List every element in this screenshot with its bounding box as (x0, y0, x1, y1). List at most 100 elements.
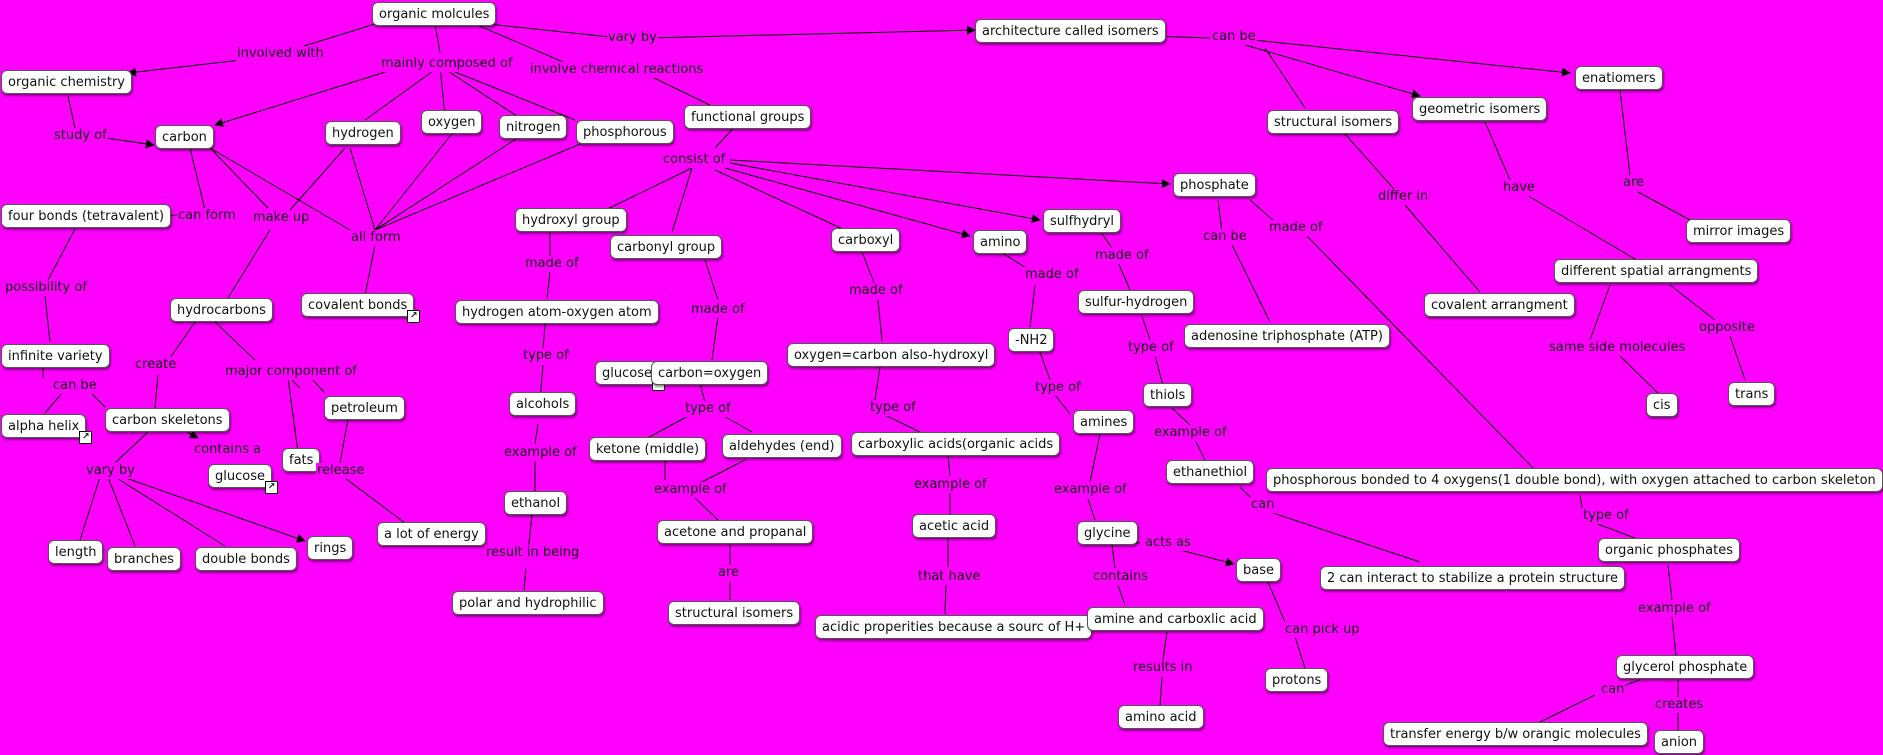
label-release: release (316, 463, 366, 479)
label-create: create (134, 357, 178, 373)
node-carboxylic-acids[interactable]: carboxylic acids(organic acids (851, 432, 1061, 456)
label-acts-as: acts as (1144, 535, 1192, 551)
node-glucose-left[interactable]: glucose↗ (208, 464, 278, 494)
label-can-pick-up: can pick up (1284, 622, 1361, 638)
node-oxygen-carbon-hydroxyl[interactable]: oxygen=carbon also-hydroxyl (787, 343, 996, 367)
label-major-component-of: major component of (224, 364, 358, 380)
node-trans[interactable]: trans (1728, 382, 1776, 406)
label-made-of-amino: made of (1024, 267, 1080, 283)
node-sulfur-hydrogen[interactable]: sulfur-hydrogen (1078, 290, 1195, 314)
label-opposite: opposite (1698, 320, 1756, 336)
node-nh2[interactable]: -NH2 (1008, 328, 1055, 352)
node-carbon[interactable]: carbon (155, 125, 214, 149)
node-structural-isomers-bottom[interactable]: structural isomers (668, 601, 801, 625)
node-functional-groups[interactable]: functional groups (684, 105, 812, 129)
label-consist-of: consist of (662, 152, 727, 168)
node-phosphorous[interactable]: phosphorous (576, 120, 674, 144)
node-glucose-mid[interactable]: glucose↗ (595, 361, 665, 391)
node-phosphate[interactable]: phosphate (1173, 173, 1256, 197)
label-study-of: study of (53, 128, 108, 144)
node-organic-chemistry[interactable]: organic chemistry (1, 70, 132, 94)
label-made-of-hydroxyl: made of (524, 256, 580, 272)
node-glycine[interactable]: glycine (1077, 521, 1138, 545)
node-ethanethiol[interactable]: ethanethiol (1166, 460, 1255, 484)
node-hydrocarbons[interactable]: hydrocarbons (170, 298, 273, 322)
label-example-of-alcohols: example of (503, 445, 578, 461)
node-transfer-energy[interactable]: transfer energy b/w orangic molecules (1383, 722, 1648, 746)
node-double-bonds[interactable]: double bonds (195, 547, 297, 571)
node-rings[interactable]: rings (307, 536, 354, 560)
node-base[interactable]: base (1236, 558, 1281, 582)
label-results-in: results in (1132, 660, 1194, 676)
label-type-of-carbonyl: type of (684, 401, 732, 417)
node-ethanol[interactable]: ethanol (504, 491, 568, 515)
node-acetone-propanal[interactable]: acetone and propanal (657, 520, 814, 544)
label-vary-by-left: vary by (85, 463, 136, 479)
node-atp[interactable]: adenosine triphosphate (ATP) (1184, 324, 1390, 348)
node-organic-phosphates[interactable]: organic phosphates (1598, 538, 1740, 562)
node-covalent-arrangment[interactable]: covalent arrangment (1424, 293, 1575, 317)
node-alpha-helix[interactable]: alpha helix↗ (1, 414, 93, 444)
node-alcohols[interactable]: alcohols (509, 392, 577, 416)
node-carboxyl[interactable]: carboxyl (831, 228, 901, 252)
node-nitrogen[interactable]: nitrogen (499, 115, 568, 139)
node-acidic-properities[interactable]: acidic properities because a sourc of H+ (815, 615, 1093, 639)
label-can-be-left: can be (52, 378, 98, 394)
node-protons[interactable]: protons (1265, 668, 1329, 692)
node-oxygen[interactable]: oxygen (421, 110, 483, 134)
node-amino[interactable]: amino (973, 230, 1028, 254)
node-amines[interactable]: amines (1073, 410, 1135, 434)
external-link-icon[interactable]: ↗ (407, 310, 421, 323)
node-length[interactable]: length (48, 540, 104, 564)
label-type-of-nh2: type of (1034, 380, 1082, 396)
node-amino-acid[interactable]: amino acid (1118, 705, 1204, 729)
node-carbonyl-group[interactable]: carbonyl group (610, 235, 723, 259)
label-type-of-sulfur: type of (1127, 340, 1175, 356)
node-thiols[interactable]: thiols (1143, 383, 1193, 407)
node-geometric-isomers[interactable]: geometric isomers (1412, 97, 1548, 121)
label-example-of-carboxylic: example of (913, 477, 988, 493)
node-aldehydes[interactable]: aldehydes (end) (722, 434, 842, 458)
label-made-of-carboxyl: made of (848, 283, 904, 299)
node-four-bonds[interactable]: four bonds (tetravalent) (1, 204, 172, 228)
node-different-spatial-arrangments[interactable]: different spatial arrangments (1554, 259, 1759, 283)
node-phosphorous-bonded[interactable]: phosphorous bonded to 4 oxygens(1 double… (1266, 468, 1883, 492)
label-example-of-ketone: example of (653, 482, 728, 498)
node-hydrogen[interactable]: hydrogen (325, 121, 401, 145)
node-amine-carboxlic-acid[interactable]: amine and carboxlic acid (1087, 607, 1264, 631)
node-carbon-skeletons[interactable]: carbon skeletons (105, 408, 230, 432)
node-carbon-oxygen[interactable]: carbon=oxygen (651, 361, 769, 385)
node-branches[interactable]: branches (107, 547, 181, 571)
node-cis[interactable]: cis (1646, 393, 1678, 417)
node-glycerol-phosphate[interactable]: glycerol phosphate (1616, 655, 1755, 679)
node-a-lot-of-energy[interactable]: a lot of energy (377, 522, 486, 546)
label-possibility-of: possibility of (4, 280, 88, 296)
label-type-of-phosphorous: type of (1582, 508, 1630, 524)
label-can-be-top: can be (1211, 29, 1257, 45)
node-hydroxyl-group[interactable]: hydroxyl group (515, 208, 627, 232)
external-link-icon[interactable]: ↗ (264, 481, 278, 494)
label-contains-glycine: contains (1092, 569, 1150, 585)
node-polar-hydrophilic[interactable]: polar and hydrophilic (452, 591, 604, 615)
node-petroleum[interactable]: petroleum (324, 396, 405, 420)
node-acetic-acid[interactable]: acetic acid (912, 514, 997, 538)
label-same-side-molecules: same side molecules (1548, 340, 1687, 356)
node-can-interact[interactable]: 2 can interact to stabilize a protein st… (1320, 566, 1626, 590)
node-ketone[interactable]: ketone (middle) (589, 437, 707, 461)
node-anion[interactable]: anion (1654, 730, 1705, 754)
node-fats[interactable]: fats (282, 448, 321, 472)
label-result-in-being: result in being (485, 545, 581, 561)
node-infinite-variety[interactable]: infinite variety (1, 344, 110, 368)
node-hydrogen-oxygen-atom[interactable]: hydrogen atom-oxygen atom (455, 300, 659, 324)
node-organic-molcules[interactable]: organic molcules (372, 2, 497, 26)
node-enatiomers[interactable]: enatiomers (1575, 66, 1663, 90)
node-architecture-called-isomers[interactable]: architecture called isomers (975, 19, 1166, 43)
node-sulfhydryl[interactable]: sulfhydryl (1043, 209, 1122, 233)
node-mirror-images[interactable]: mirror images (1686, 219, 1792, 243)
node-covalent-bonds[interactable]: covalent bonds↗ (301, 293, 421, 323)
label-creates: creates (1654, 697, 1705, 713)
node-structural-isomers-top[interactable]: structural isomers (1267, 110, 1400, 134)
label-type-of-carboxyl: type of (869, 400, 917, 416)
external-link-icon[interactable]: ↗ (79, 431, 93, 444)
label-can-glycerol: can (1600, 682, 1626, 698)
